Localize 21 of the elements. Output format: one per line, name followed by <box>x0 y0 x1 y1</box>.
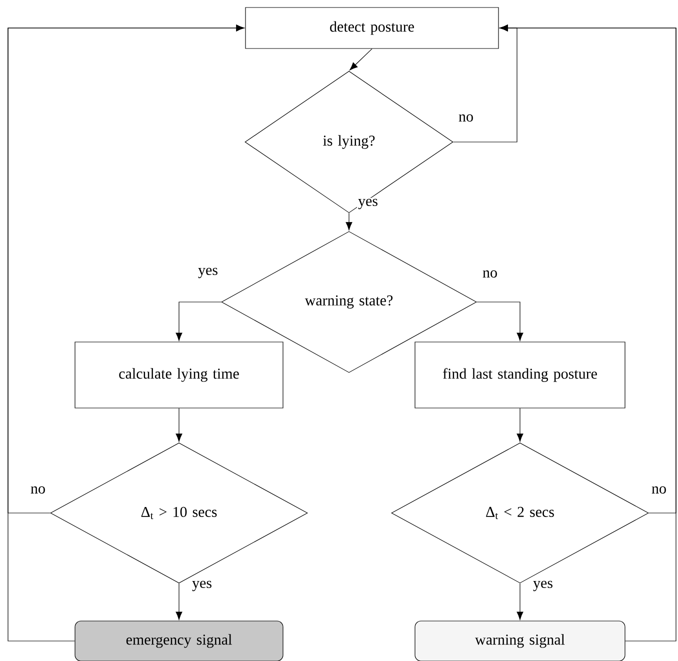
arrow <box>516 583 524 620</box>
arrow <box>176 302 222 341</box>
process-box: detect posture <box>245 7 499 49</box>
terminal-box: emergency signal <box>74 620 284 661</box>
edge-label: no <box>30 485 46 495</box>
terminal-box: warning signal <box>414 620 626 661</box>
process-box: calculate lying time <box>74 342 284 408</box>
arrow <box>346 212 352 230</box>
arrow <box>8 24 244 642</box>
arrow <box>350 48 372 70</box>
process-box: find last standing posture <box>414 342 626 408</box>
arrow <box>476 302 524 341</box>
edge-label: yes <box>197 266 219 280</box>
edge-label: no <box>458 113 474 123</box>
arrow <box>176 583 182 620</box>
edge-label: yes <box>357 198 379 210</box>
edge-label: no <box>482 269 498 279</box>
edge-label: no <box>650 485 668 495</box>
arrow <box>176 408 182 442</box>
arrow <box>500 24 676 642</box>
arrow <box>516 408 524 442</box>
